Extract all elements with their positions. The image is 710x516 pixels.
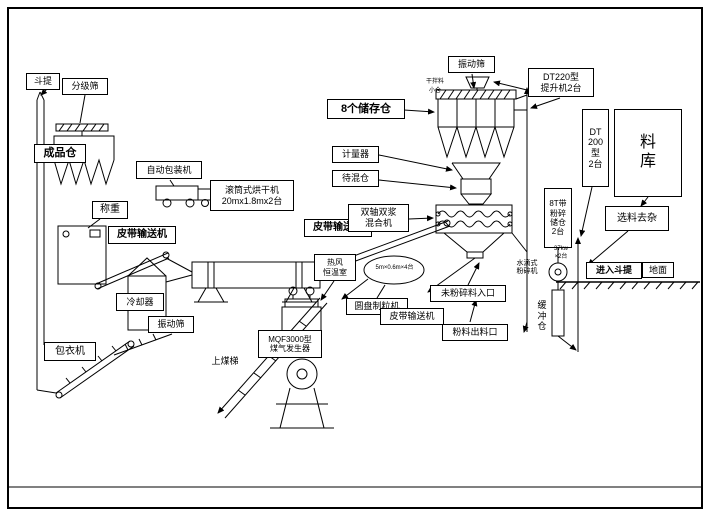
label-uncrushed-inlet: 未粉碎料入口 [430,285,506,302]
label-weighing: 称重 [92,201,128,219]
label-enter-bucket-elevator: 进入斗提 [586,262,642,279]
label-crush-storage-silo: 8T带 粉碎 储仓 2台 [544,188,572,248]
label-coating-machine: 包衣机 [44,342,96,361]
label-drum-dryer: 滚筒式烘干机 20mx1.8mx2台 [210,180,294,211]
label-small-silo: 小仓 [428,87,441,94]
coating-machine-shape [36,340,135,399]
warehouse-flow [587,196,649,266]
label-leaders [378,108,480,323]
label-meter: 计量器 [332,146,379,163]
label-storage-silos: 8个储存仓 [327,99,405,119]
label-twin-shaft-mixer: 双轴双浆 混合机 [348,204,409,232]
packer-truck-shape [155,179,212,208]
ground-line [556,281,700,290]
label-crusher-power: 37kw ×2台 [553,246,568,260]
label-dt200-elevator: DT 200 型 2台 [582,109,609,187]
dt200-elevator-shape [575,186,593,352]
label-vibrating-sieve-left: 振动筛 [148,316,194,333]
label-buffer-silo: 缓 冲 仓 [537,300,547,332]
storage-silos-shape [437,98,527,205]
dt220-elevator-shape [511,87,561,333]
disc-granulator-shape [341,255,425,300]
label-grading-sieve: 分级筛 [62,78,108,95]
grading-sieve-shape [55,94,109,136]
label-ground: 地面 [642,262,674,278]
label-auto-packer: 自动包装机 [136,161,202,179]
sheet-frame [7,7,703,509]
label-belt-conveyor-3: 皮带输送机 [380,308,444,325]
top-hopper-shape [465,76,528,91]
drum-dryer-shape [191,261,321,303]
label-granulator-spec: 5m×0.6m×4台 [375,264,414,271]
label-dt220-elevator: DT220型 提升机2台 [528,68,594,97]
label-coal-ladder: 上煤梯 [211,355,239,366]
label-product-silo: 成品仓 [34,144,86,163]
label-warehouse: 料 库 [614,109,682,197]
gas-generator-shape [270,280,335,429]
label-belt-conveyor-1: 皮带输送机 [108,226,176,244]
drop-crusher-shape [548,248,577,351]
label-powder-outlet: 粉料出料口 [442,324,508,341]
label-dry-mix: 干拌料 [425,78,444,85]
label-premix-silo: 待混仓 [332,170,379,187]
label-vibrating-sieve-top: 振动筛 [448,56,495,73]
label-gas-generator: MQF3000型 煤气发生器 [258,330,322,358]
label-hot-air-room: 热风 恒温室 [314,254,356,281]
label-cooler: 冷却器 [116,293,164,311]
label-sorting: 选料去杂 [605,206,669,231]
twin-shaft-mixer-shape [427,204,513,293]
weighing-machine-shape [57,218,107,285]
vibrating-sieve-left-shape [113,333,173,356]
label-bucket-elevator: 斗提 [26,73,60,90]
label-drop-crusher: 水滴式 粉碎机 [516,259,538,275]
belt-conveyor-1-shape [94,251,193,290]
